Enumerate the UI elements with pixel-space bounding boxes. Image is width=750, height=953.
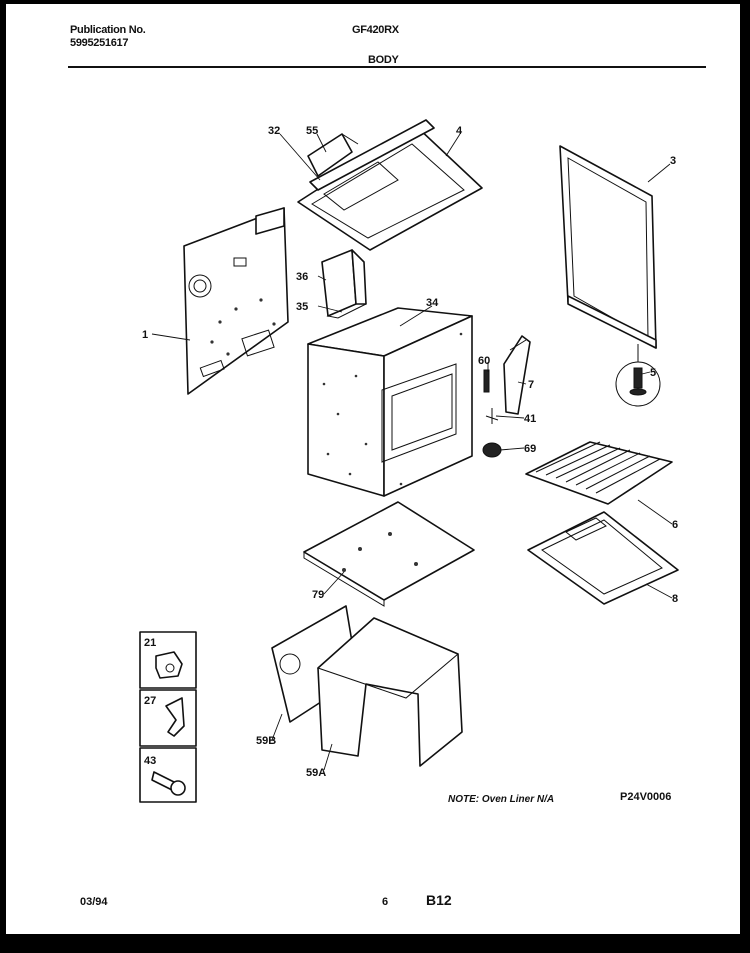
oven-bottom-part-79 [303,501,475,607]
bake-burner-part-7 [483,335,531,415]
callout-3: 3 [670,155,676,167]
callout-8: 8 [672,593,678,605]
callout-59b: 59B [256,735,276,747]
insulation-part-59a [317,617,463,767]
oven-rack-part-6 [525,441,673,505]
callout-32: 32 [268,125,280,137]
callout-27: 27 [144,695,156,707]
footer-page-number: 6 [382,896,389,908]
header-rule [68,66,706,68]
footer-code: B12 [426,892,452,908]
callout-numbers: 1 32 55 4 3 36 35 34 60 7 41 69 5 6 8 79… [142,125,678,779]
callout-4: 4 [456,125,463,137]
hardware-inset-27 [139,689,197,747]
callout-69: 69 [524,443,536,455]
oven-liner-note: NOTE: Oven Liner N/A [448,794,554,805]
callout-79: 79 [312,589,324,601]
round-cap-part-69 [482,442,502,458]
callout-6: 6 [672,519,678,531]
oven-body [307,307,473,497]
clip-part-41 [485,408,499,424]
leader-lines [151,133,673,771]
callout-60: 60 [478,355,490,367]
callout-5: 5 [650,367,656,379]
broiler-pan-part-8 [527,511,679,605]
exploded-parts-diagram: 1 32 55 4 3 36 35 34 60 7 41 69 5 6 8 79… [139,119,679,805]
publication-label: Publication No. [70,24,146,36]
callout-21: 21 [144,637,156,649]
hardware-inset-21 [139,631,197,689]
footer-date: 03/94 [80,896,108,908]
callout-55: 55 [306,125,318,137]
top-tray-part-4 [297,119,483,251]
diagram-code: P24V0006 [620,791,671,803]
callout-7: 7 [528,379,534,391]
callout-36: 36 [296,271,308,283]
callout-41: 41 [524,413,536,425]
callout-1: 1 [142,329,148,341]
model-number: GF420RX [352,24,399,36]
parts-diagram-page: Publication No. 5995251617 GF420RX BODY [6,4,740,934]
section-title: BODY [368,54,399,66]
vent-duct-part-36 [321,249,367,319]
door-frame-part-3 [559,145,657,349]
publication-number: 5995251617 [70,37,129,49]
leveling-leg-part-5 [615,344,661,407]
callout-59a: 59A [306,767,326,779]
callout-34: 34 [426,297,439,309]
callout-35: 35 [296,301,308,313]
back-panel-part [183,207,289,395]
callout-43: 43 [144,755,156,767]
hardware-inset-43 [139,747,197,803]
bracket-part-55 [307,133,359,177]
